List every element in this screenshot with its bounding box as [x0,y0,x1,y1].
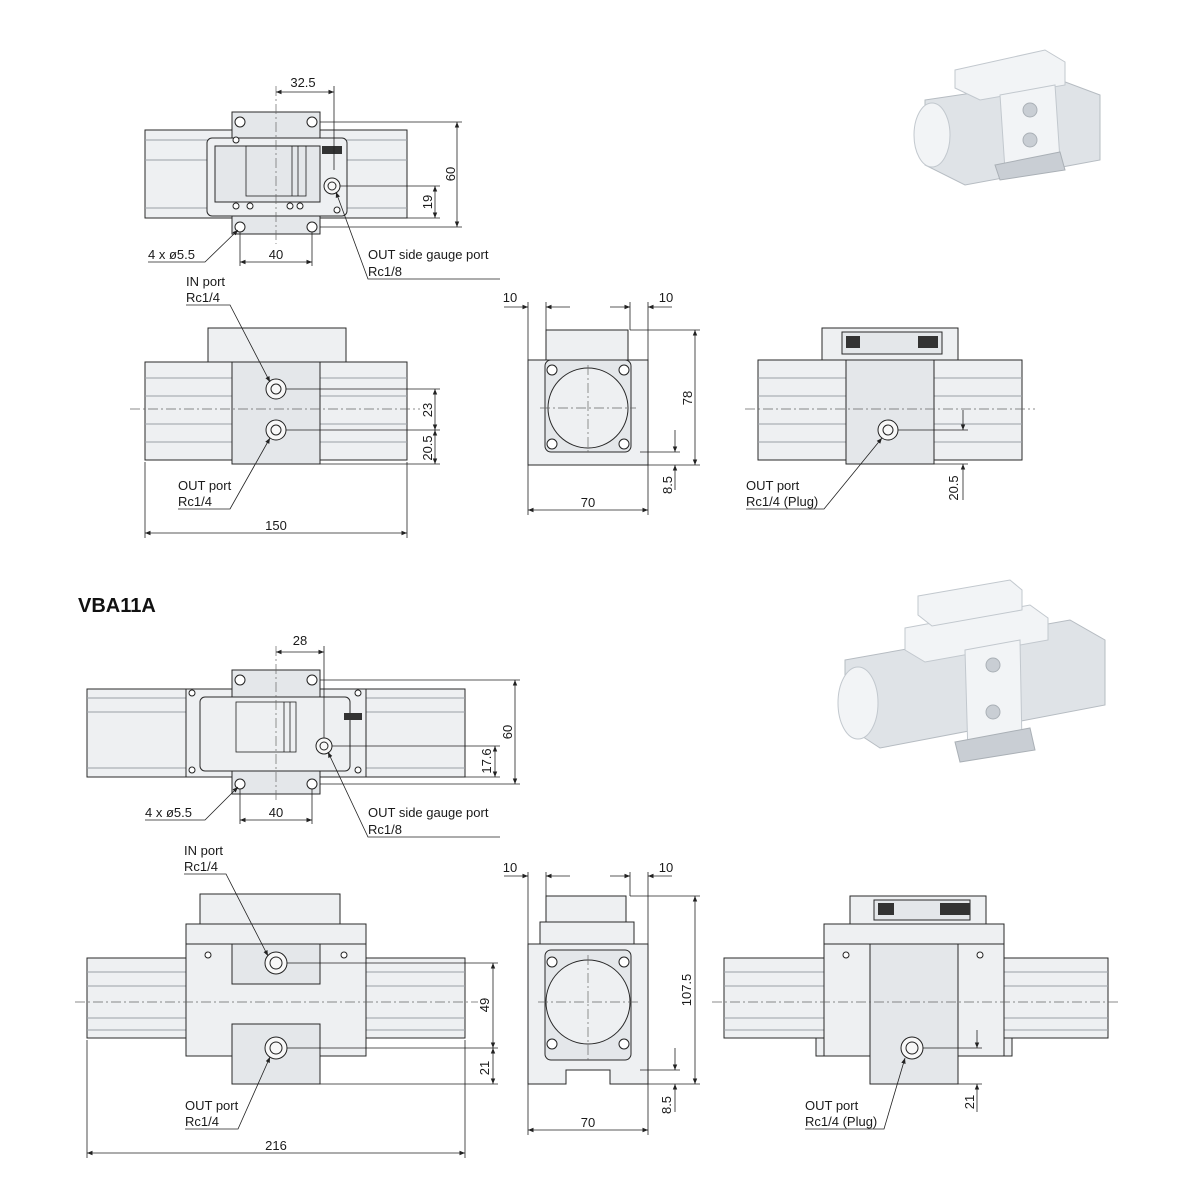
top-view-2: 28 60 17.6 40 4 x ø5.5 OUT side gauge po… [86,633,520,838]
dim-19: 19 [420,195,435,209]
label-gauge-size-2: Rc1/8 [368,822,402,837]
dim-10-right: 10 [659,290,673,305]
product-photo-2 [837,579,1106,763]
dim-150: 150 [265,518,287,533]
label-out-size-2: Rc1/4 [185,1114,219,1129]
dim-216: 216 [265,1138,287,1153]
label-in-port-2: IN port [184,843,223,858]
dim-40-top-2: 40 [269,805,283,820]
dim-49: 49 [477,998,492,1012]
front-view-1: 23 20.5 150 IN port Rc1/4 OUT port Rc1/4 [130,274,440,538]
dim-10-right-2: 10 [659,860,673,875]
label-gauge-port-2: OUT side gauge port [368,805,489,820]
dim-70-side: 70 [581,495,595,510]
product-photo-1 [913,49,1101,186]
dim-70-side-2: 70 [581,1115,595,1130]
label-in-size: Rc1/4 [186,290,220,305]
dim-17-6: 17.6 [479,748,494,773]
dim-23: 23 [420,403,435,417]
label-holes-2: 4 x ø5.5 [145,805,192,820]
label-out-port-rear: OUT port [746,478,800,493]
dim-20-5-rear: 20.5 [946,475,961,500]
dim-10-left: 10 [503,290,517,305]
dim-21-rear: 21 [962,1095,977,1109]
dim-20-5-front: 20.5 [420,435,435,460]
label-out-port: OUT port [178,478,232,493]
rear-view-2: 21 OUT port Rc1/4 (Plug) [712,895,1120,1130]
section-1: 32.5 60 19 40 4 x ø5.5 OUT side gauge po… [130,49,1101,538]
label-out-size-rear-2: Rc1/4 (Plug) [805,1114,877,1129]
label-holes: 4 x ø5.5 [148,247,195,262]
dim-10-left-2: 10 [503,860,517,875]
dim-78: 78 [680,391,695,405]
dim-8-5-side: 8.5 [660,476,675,494]
dim-28: 28 [293,633,307,648]
front-view-2: 49 21 216 IN port Rc1/4 OUT port Rc1/4 [75,843,498,1158]
dim-32-5: 32.5 [290,75,315,90]
section-2: VBA11A 2 [75,579,1120,1158]
label-out-port-2: OUT port [185,1098,239,1113]
label-out-size-rear: Rc1/4 (Plug) [746,494,818,509]
dim-8-5-side-2: 8.5 [659,1096,674,1114]
label-gauge-port: OUT side gauge port [368,247,489,262]
top-view-1: 32.5 60 19 40 4 x ø5.5 OUT side gauge po… [144,75,500,280]
label-out-size: Rc1/4 [178,494,212,509]
label-in-size-2: Rc1/4 [184,859,218,874]
dim-60-top-2: 60 [500,725,515,739]
dim-40-top: 40 [269,247,283,262]
label-out-port-rear-2: OUT port [805,1098,859,1113]
side-view-1: 10 10 78 8.5 70 [503,290,700,515]
dim-60-top: 60 [443,167,458,181]
model-title: VBA11A [78,595,156,617]
label-gauge-size: Rc1/8 [368,264,402,279]
dim-21-front: 21 [477,1061,492,1075]
side-view-2: 10 10 107.5 8.5 70 [503,860,700,1135]
label-in-port: IN port [186,274,225,289]
rear-view-1: 20.5 OUT port Rc1/4 (Plug) [745,327,1035,510]
dim-107-5: 107.5 [679,974,694,1007]
